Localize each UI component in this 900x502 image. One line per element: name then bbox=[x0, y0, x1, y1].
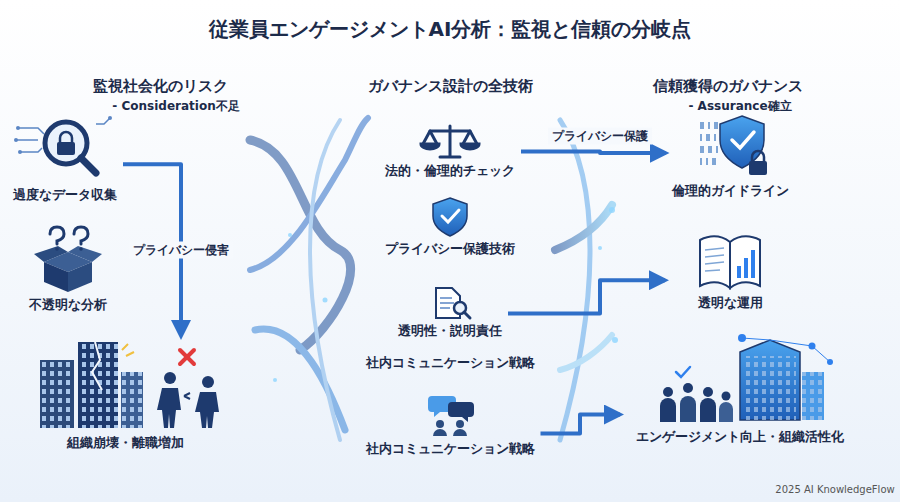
footer-credit: 2025 AI KnowledgeFlow bbox=[775, 484, 894, 495]
flow-arrow bbox=[508, 280, 665, 313]
thriving-building-icon bbox=[660, 334, 833, 422]
item-label: 社内コミュニケーション戦略 bbox=[366, 440, 535, 458]
risk-item: 過度なデータ収集 bbox=[7, 112, 123, 207]
column-heading: ガバナンス設計の全技術 bbox=[368, 77, 533, 96]
leaving-people-icon bbox=[157, 350, 219, 428]
column-heading: 信頼獲得のガバナンス bbox=[653, 77, 803, 96]
governance-item: プライバシー保護技術 bbox=[379, 196, 521, 261]
column-heading: - Consideration不足 bbox=[112, 98, 239, 115]
scales-icon bbox=[421, 126, 479, 157]
flow-arrow bbox=[541, 415, 621, 434]
item-label: 法的・倫理的チェック bbox=[385, 162, 515, 180]
flow-ribbons bbox=[250, 118, 612, 440]
governance-item: 法的・倫理的チェック bbox=[379, 120, 521, 183]
item-label: 透明性・説明責任 bbox=[398, 322, 502, 340]
magnifier-lock-icon bbox=[14, 116, 112, 173]
item-label: 透明な運用 bbox=[698, 294, 763, 312]
item-label: プライバシー保護技術 bbox=[385, 240, 515, 258]
risk-item: 不透明な分析 bbox=[23, 224, 113, 317]
risk-outcome: 組織崩壊・離職増加 bbox=[25, 336, 225, 455]
item-label: 過度なデータ収集 bbox=[13, 186, 117, 204]
trust-item: 透明な運用 bbox=[665, 228, 795, 315]
flow-label: プライバシー侵害 bbox=[129, 242, 233, 259]
item-label: 組織崩壊・離職増加 bbox=[67, 434, 184, 452]
chat-people-icon bbox=[428, 396, 474, 436]
column-heading: - Assurance確立 bbox=[688, 98, 791, 115]
item-label: 社内コミュニケーション戦略 bbox=[366, 354, 535, 372]
document-icon bbox=[436, 288, 470, 318]
mystery-box-icon bbox=[34, 227, 102, 292]
item-label: 不透明な分析 bbox=[29, 296, 107, 314]
governance-item: 透明性・説明責任 bbox=[392, 284, 508, 343]
item-label: エンゲージメント向上・組織活性化 bbox=[636, 428, 844, 446]
collapsing-buildings-icon bbox=[40, 342, 143, 428]
shield-icon bbox=[433, 198, 467, 236]
governance-item: 社内コミュニケーション戦略 bbox=[360, 392, 541, 461]
item-label: 倫理的ガイドライン bbox=[672, 182, 789, 200]
column-heading: 監視社会化のリスク bbox=[93, 77, 228, 96]
flow-label: プライバシー保護 bbox=[548, 127, 652, 144]
book-chart-icon bbox=[700, 236, 760, 288]
flow-arrow bbox=[521, 152, 666, 153]
trust-item: 倫理的ガイドライン bbox=[666, 112, 795, 203]
diagram-title: 従業員エンゲージメントAI分析：監視と信頼の分岐点 bbox=[0, 16, 900, 43]
trust-outcome: エンゲージメント向上・組織活性化 bbox=[620, 334, 860, 449]
shield-lock-icon bbox=[700, 116, 767, 175]
